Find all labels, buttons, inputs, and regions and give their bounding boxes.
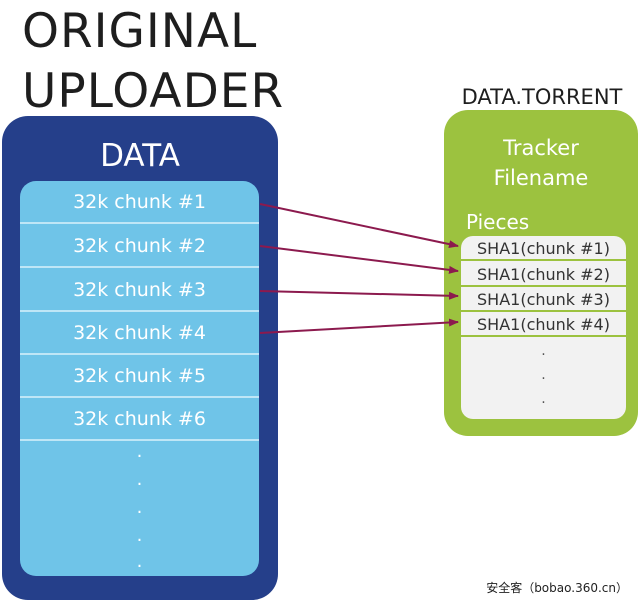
piece-continuation-dot: . [541, 367, 546, 383]
piece-hash-1: SHA1(chunk #1) [461, 236, 626, 261]
chunk-2: 32k chunk #2 [20, 225, 259, 268]
chunk-continuation-dot: . [136, 441, 143, 462]
data-heading: DATA [100, 138, 180, 174]
chunk-3: 32k chunk #3 [20, 269, 259, 312]
source-watermark: 安全客（bobao.360.cn） [486, 581, 628, 595]
arrow-chunk-3-to-hash-3 [259, 290, 459, 300]
chunk-panel: 32k chunk #1 32k chunk #2 32k chunk #3 3… [20, 181, 259, 576]
chunk-4: 32k chunk #4 [20, 312, 259, 355]
arrow-chunk-4-to-hash-4 [259, 318, 459, 334]
original-uploader-title: ORIGINAL UPLOADER [22, 2, 285, 122]
piece-continuation-dot: . [541, 343, 546, 359]
piece-hash-3: SHA1(chunk #3) [461, 287, 626, 312]
filename-field: Filename [493, 166, 589, 190]
chunk-continuation-dot: . [136, 497, 143, 518]
piece-continuation-dot: . [541, 391, 546, 407]
title-line-1: ORIGINAL [22, 4, 258, 59]
chunk-5: 32k chunk #5 [20, 355, 259, 398]
torrent-file-title: DATA.TORRENT [461, 85, 623, 109]
chunk-continuation-dot: . [136, 525, 143, 546]
arrow-chunk-2-to-hash-2 [259, 245, 459, 274]
tracker-field: Tracker [503, 136, 579, 160]
title-line-2: UPLOADER [22, 64, 285, 119]
chunk-1: 32k chunk #1 [20, 181, 259, 224]
chunk-6: 32k chunk #6 [20, 398, 259, 441]
arrow-chunk-1-to-hash-1 [259, 203, 459, 249]
chunk-continuation-dot: . [136, 551, 143, 572]
piece-hash-4: SHA1(chunk #4) [461, 312, 626, 337]
chunk-continuation-dot: . [136, 469, 143, 490]
pieces-panel: SHA1(chunk #1) SHA1(chunk #2) SHA1(chunk… [461, 236, 626, 419]
piece-hash-2: SHA1(chunk #2) [461, 262, 626, 287]
pieces-label: Pieces [466, 210, 530, 234]
